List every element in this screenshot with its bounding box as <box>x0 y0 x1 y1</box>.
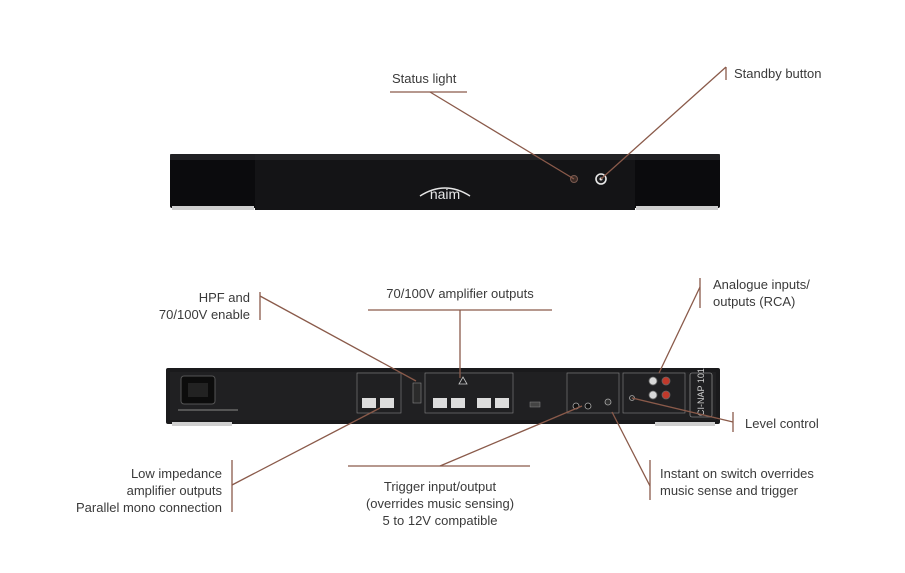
label-instant-line-2: music sense and trigger <box>660 483 799 498</box>
high-voltage-section <box>424 372 514 414</box>
power-control-section <box>566 372 620 414</box>
leader-instant <box>611 411 651 487</box>
rca-left-out[interactable] <box>648 390 658 400</box>
input-section <box>622 372 686 414</box>
front-right-foot <box>636 206 718 210</box>
leader-level <box>631 397 734 423</box>
label-trigger-line-2: (overrides music sensing) <box>365 496 515 511</box>
model-badge: CI-NAP 101 <box>696 368 706 416</box>
service-port[interactable] <box>529 401 541 408</box>
model-badge-frame <box>689 372 713 418</box>
low-z-terminal-1[interactable] <box>362 398 376 408</box>
front-panel-unit: naim <box>170 154 720 210</box>
rca-right-out[interactable] <box>661 390 671 400</box>
label-analogue-line-2: outputs (RCA) <box>713 294 796 309</box>
rca-left-in[interactable] <box>648 376 658 386</box>
label-level-control: Level control <box>745 416 819 431</box>
label-trigger-line-1: Trigger input/output <box>383 479 497 494</box>
label-standby-button: Standby button <box>734 66 822 81</box>
naim-logo-arc <box>419 187 471 197</box>
label-lowz-line-3: Parallel mono connection <box>76 500 222 515</box>
low-z-terminal-2[interactable] <box>380 398 394 408</box>
label-trigger-line-3: 5 to 12V compatible <box>382 513 498 528</box>
leader-status <box>429 91 575 180</box>
leader-analogue <box>658 286 701 374</box>
label-analogue-io: Analogue inputs/ outputs (RCA) <box>713 276 810 310</box>
leader-lowz <box>231 407 381 486</box>
warning-icon <box>458 376 468 385</box>
label-trigger: Trigger input/output (overrides music se… <box>330 478 550 529</box>
leader-hpf <box>259 295 417 382</box>
low-impedance-section <box>356 372 402 414</box>
hv-terminal-4[interactable] <box>495 398 509 408</box>
label-analogue-line-1: Analogue inputs/ <box>713 277 810 292</box>
label-status-light: Status light <box>392 71 457 86</box>
naim-logo: naim <box>430 186 460 202</box>
rca-right-in[interactable] <box>661 376 671 386</box>
leader-trigger <box>439 405 583 467</box>
front-left-foot <box>172 206 254 210</box>
instant-on-switch[interactable] <box>604 398 612 406</box>
callout-leaders <box>231 66 734 512</box>
front-top-highlight <box>170 154 720 160</box>
mains-rating-text <box>178 409 238 411</box>
trigger-out-jack[interactable] <box>584 402 592 410</box>
rear-left-foot <box>172 422 232 426</box>
label-amp-outputs-70-100v: 70/100V amplifier outputs <box>386 286 534 301</box>
hv-terminal-2[interactable] <box>451 398 465 408</box>
label-hpf-line-1: HPF and <box>198 290 250 305</box>
mains-inlet-socket <box>188 383 208 397</box>
rear-right-foot <box>655 422 715 426</box>
label-low-impedance: Low impedance amplifier outputs Parallel… <box>40 465 222 516</box>
rear-panel <box>170 372 716 420</box>
label-instant-line-1: Instant on switch overrides <box>660 466 814 481</box>
hv-terminal-3[interactable] <box>477 398 491 408</box>
hpf-switches[interactable] <box>412 382 422 404</box>
label-lowz-line-1: Low impedance <box>130 466 222 481</box>
label-lowz-line-2: amplifier outputs <box>126 483 222 498</box>
hv-terminal-1[interactable] <box>433 398 447 408</box>
leader-standby <box>600 66 727 180</box>
label-instant-on: Instant on switch overrides music sense … <box>660 465 814 499</box>
label-hpf-line-2: 70/100V enable <box>158 307 250 322</box>
label-hpf-enable: HPF and 70/100V enable <box>130 289 250 323</box>
rear-panel-unit: CI-NAP 101 <box>166 368 720 426</box>
